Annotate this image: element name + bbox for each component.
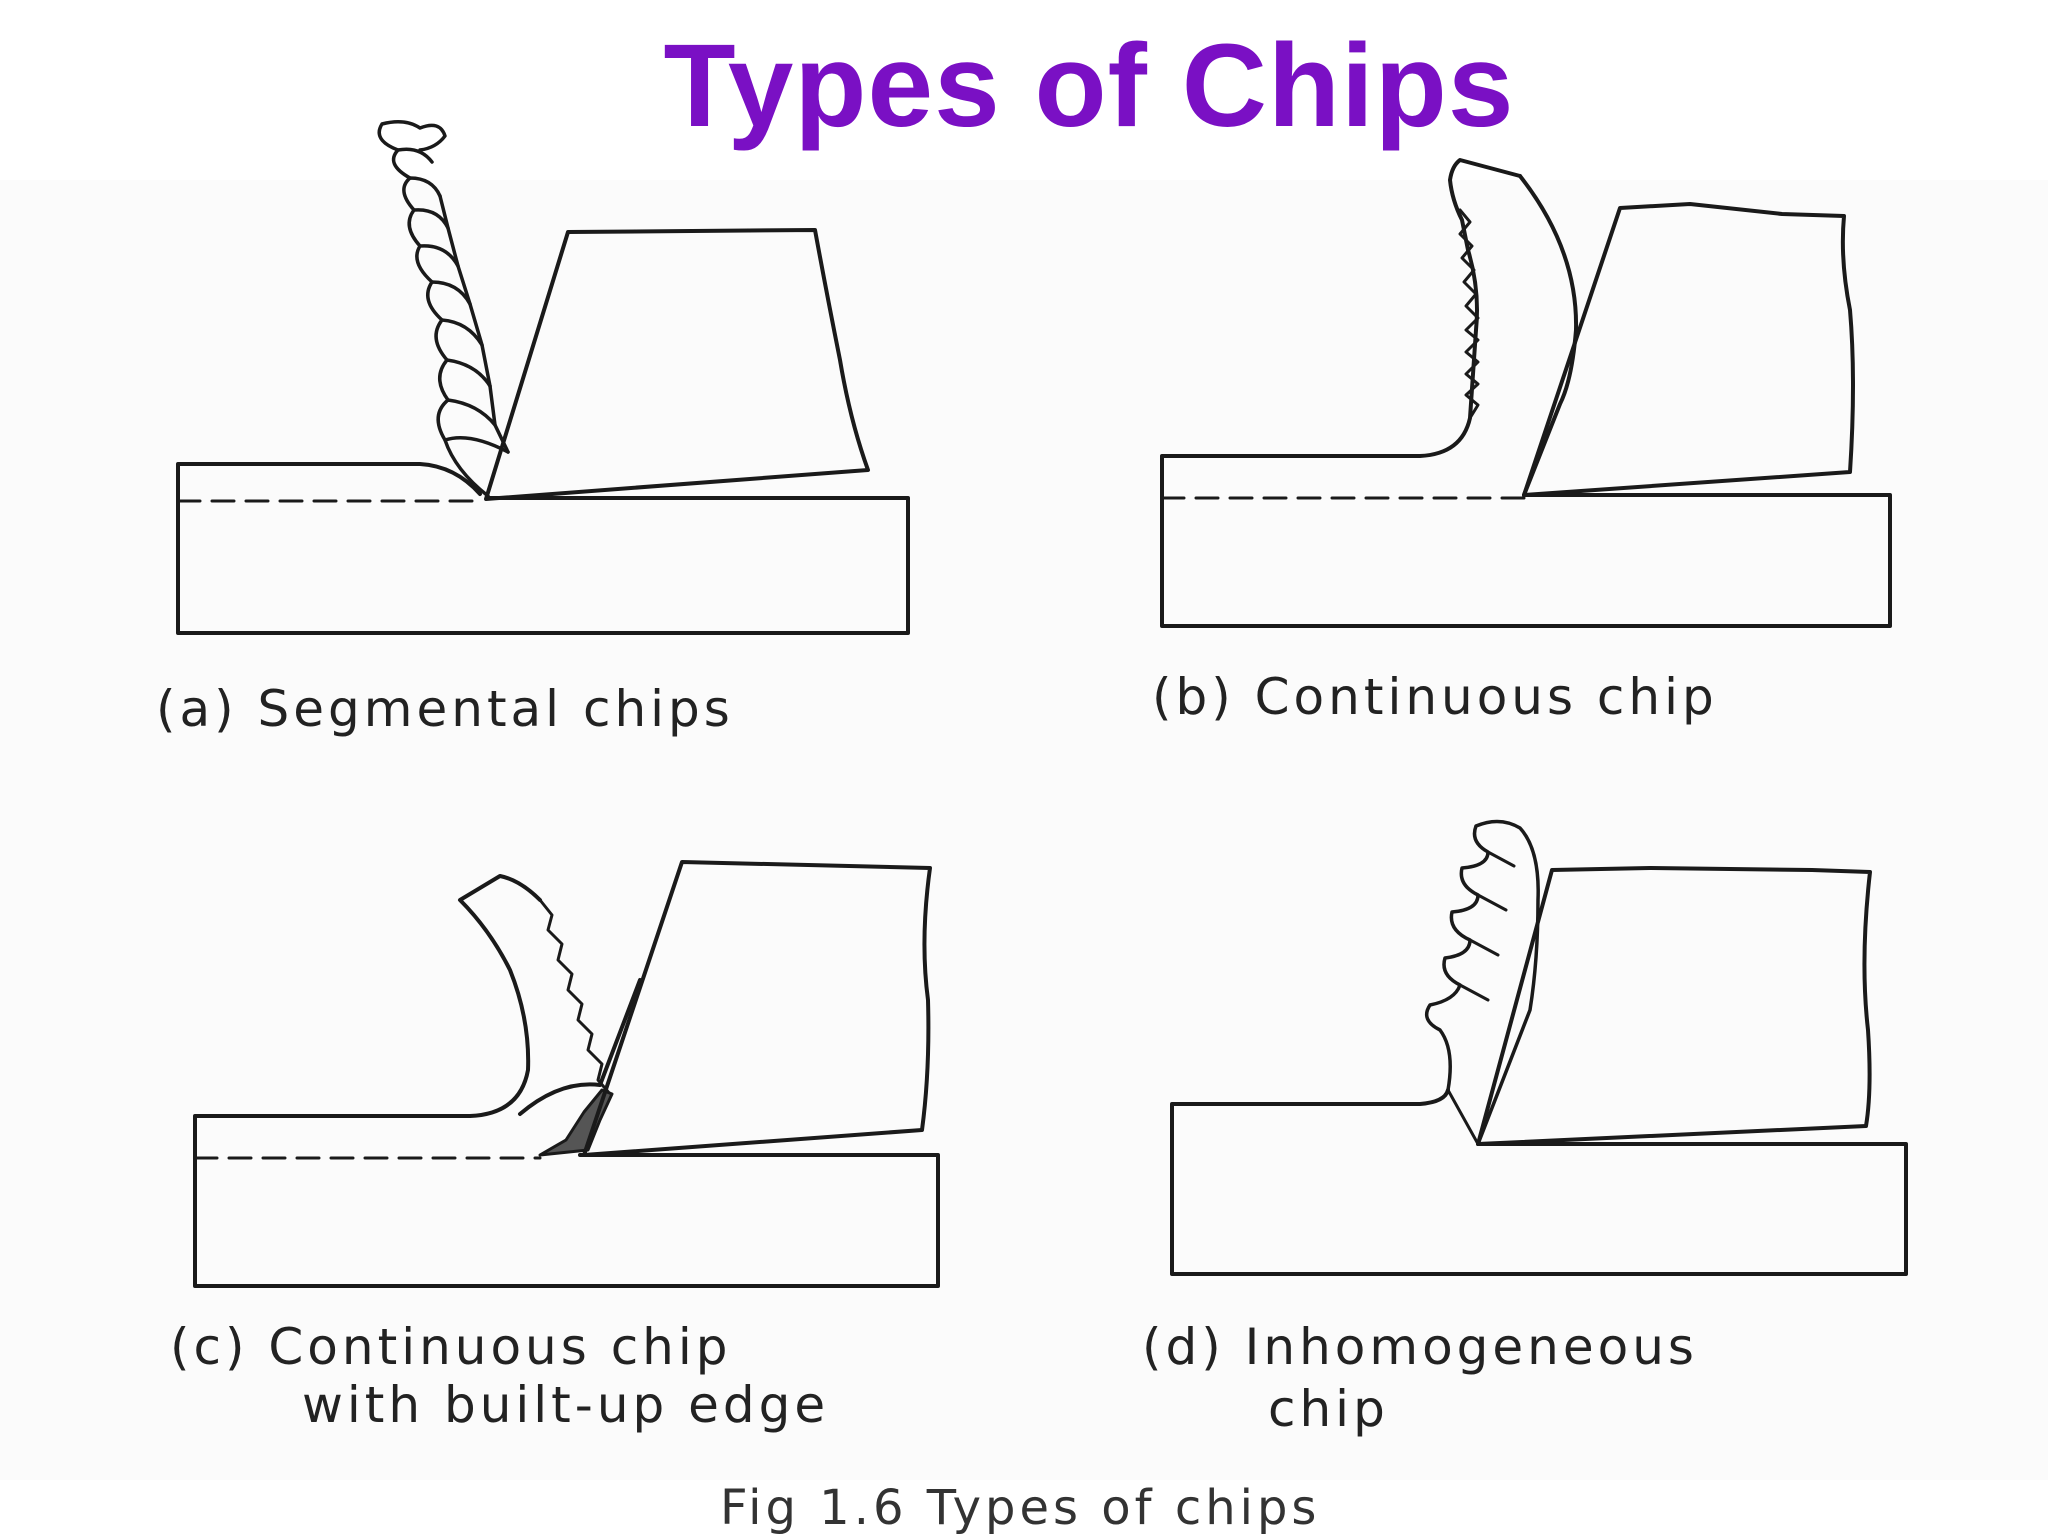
panel-d-inhomogeneous bbox=[1170, 819, 1908, 1276]
serrated-edge-b bbox=[1458, 208, 1480, 420]
uncut-layer-b bbox=[1160, 158, 1522, 497]
uncut-layer-c bbox=[193, 874, 542, 1157]
chip-face-c bbox=[518, 978, 642, 1116]
caption-d-line1: (d) Inhomogeneous bbox=[1142, 1318, 1698, 1376]
caption-c-line1: (c) Continuous chip bbox=[170, 1318, 732, 1376]
figure-scan bbox=[0, 180, 2048, 1480]
caption-d-line2: chip bbox=[1268, 1380, 1389, 1438]
figure-footer-partial: Fig 1.6 Types of chips bbox=[720, 1480, 1321, 1536]
panel-b-continuous bbox=[1160, 158, 1892, 628]
caption-a: (a) Segmental chips bbox=[156, 680, 734, 738]
tool-a bbox=[484, 228, 870, 501]
inhomogeneous-chip bbox=[1424, 819, 1540, 1146]
tool-c bbox=[582, 860, 932, 1157]
workpiece-a bbox=[176, 495, 910, 635]
panel-c-built-up-edge bbox=[193, 860, 940, 1288]
panel-a-segmental bbox=[176, 120, 910, 635]
inhomogeneous-chip-ridges bbox=[1446, 850, 1516, 1146]
tool-d bbox=[1476, 866, 1872, 1146]
tool-b bbox=[1522, 202, 1855, 497]
workpiece-c bbox=[193, 1153, 940, 1288]
workpiece-d bbox=[1170, 1142, 1908, 1276]
caption-c-line2: with built-up edge bbox=[302, 1376, 830, 1434]
slide-title: Types of Chips bbox=[663, 20, 1515, 152]
caption-b: (b) Continuous chip bbox=[1152, 668, 1718, 726]
workpiece-b bbox=[1160, 493, 1892, 628]
chip-face-b bbox=[1518, 174, 1579, 497]
uncut-layer-d bbox=[1170, 1088, 1450, 1148]
serrated-edge-c bbox=[538, 898, 612, 1096]
uncut-layer-a bbox=[176, 462, 482, 499]
segmented-chip bbox=[377, 120, 510, 498]
